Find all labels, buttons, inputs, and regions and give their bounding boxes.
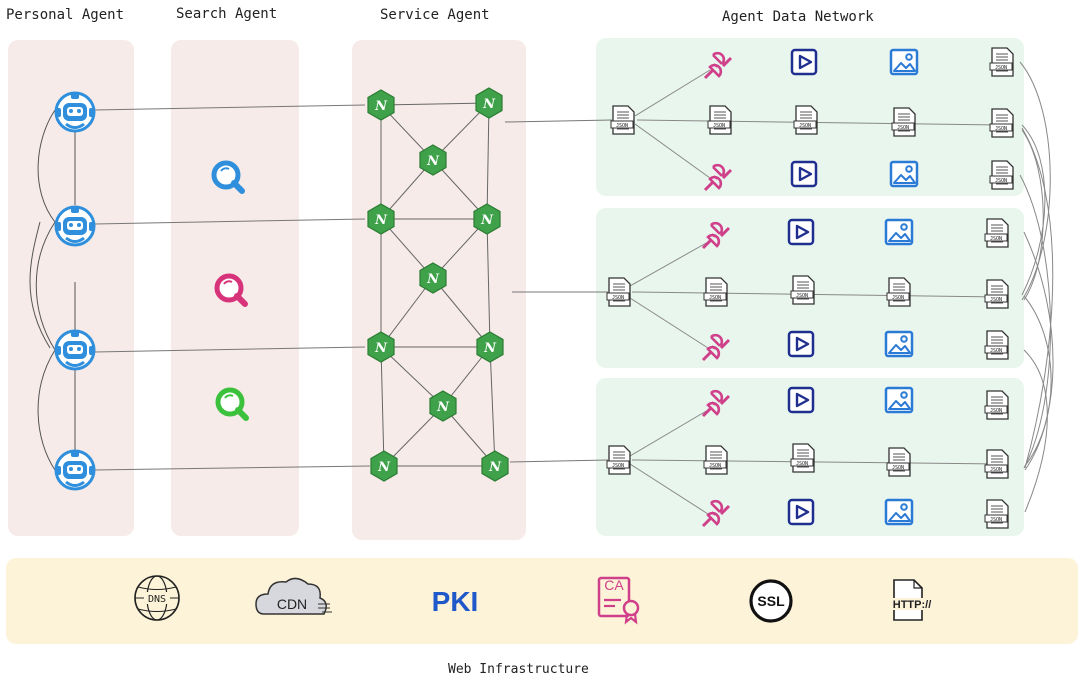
- play-icon: [790, 48, 818, 76]
- agent-data-network-title: Agent Data Network: [722, 9, 874, 25]
- data-network-group-1: [610, 47, 1014, 192]
- json-file-icon: [610, 105, 635, 135]
- web-infrastructure-title: Web Infrastructure: [448, 662, 589, 677]
- search-icon: [214, 273, 248, 307]
- service-nodes: [367, 87, 509, 482]
- robot-icon: [54, 329, 96, 371]
- data-network-links: [629, 61, 1054, 515]
- json-file-icon: [989, 108, 1014, 138]
- plug-icon: [701, 221, 731, 250]
- json-file-icon: [606, 277, 631, 307]
- service-node-icon: [367, 331, 395, 363]
- service-to-data-links: [504, 119, 613, 463]
- json-file-icon: [606, 445, 631, 475]
- image-icon: [889, 160, 919, 188]
- http-file-icon: HTTP://: [892, 579, 932, 621]
- service-node-icon: [370, 450, 398, 482]
- personal-agent-title: Personal Agent: [6, 7, 125, 23]
- play-icon: [787, 330, 815, 358]
- json-file-icon: [793, 105, 818, 135]
- play-icon: [787, 386, 815, 414]
- ca-label: CA: [604, 577, 624, 593]
- json-file-icon: [984, 449, 1009, 479]
- json-file-icon: [989, 47, 1014, 77]
- image-icon: [884, 330, 914, 358]
- search-agents: [211, 160, 249, 421]
- play-icon: [787, 498, 815, 526]
- json-file-icon: [984, 279, 1009, 309]
- personal-agent-links: [29, 109, 76, 471]
- json-file-icon: [984, 499, 1009, 529]
- cloud-icon: CDN: [255, 577, 332, 615]
- json-file-icon: [984, 390, 1009, 420]
- json-file-icon: [984, 218, 1009, 248]
- json-file-icon: [886, 447, 911, 477]
- http-label: HTTP://: [893, 599, 932, 611]
- json-file-icon: [703, 277, 728, 307]
- infrastructure-icons: DNS CDN PKI CA: [134, 575, 932, 625]
- image-icon: [884, 386, 914, 414]
- json-file-icon: [707, 105, 732, 135]
- json-file-icon: [984, 330, 1009, 360]
- plug-icon: [701, 389, 731, 418]
- globe-icon: DNS: [134, 575, 180, 621]
- ssl-icon: SSL: [749, 579, 793, 623]
- pki-text: PKI: [432, 586, 479, 617]
- image-icon: [884, 218, 914, 246]
- dns-label: DNS: [148, 594, 166, 605]
- json-file-icon: [989, 160, 1014, 190]
- json-file-icon: [703, 445, 728, 475]
- image-icon: [889, 48, 919, 76]
- service-node-icon: [367, 89, 395, 121]
- search-icon: [211, 160, 245, 194]
- json-file-icon: [790, 275, 815, 305]
- play-icon: [787, 218, 815, 246]
- robot-icon: [54, 205, 96, 247]
- play-icon: [790, 160, 818, 188]
- search-agent-title: Search Agent: [176, 6, 278, 22]
- json-file-icon: [886, 277, 911, 307]
- certificate-icon: CA: [597, 576, 640, 625]
- search-icon: [215, 387, 249, 421]
- json-file-icon: [891, 107, 916, 137]
- data-network-group-2: [606, 218, 1009, 362]
- data-network-group-3: [606, 386, 1009, 529]
- image-icon: [884, 498, 914, 526]
- agent-to-service-links: [94, 104, 371, 471]
- json-file-icon: [790, 443, 815, 473]
- robot-icon: [54, 91, 96, 133]
- service-agent-title: Service Agent: [380, 7, 490, 23]
- robot-icon: [54, 449, 96, 491]
- plug-icon: [703, 51, 733, 80]
- service-node-icon: [475, 87, 503, 119]
- cdn-label: CDN: [277, 596, 307, 612]
- ssl-label: SSL: [757, 593, 785, 609]
